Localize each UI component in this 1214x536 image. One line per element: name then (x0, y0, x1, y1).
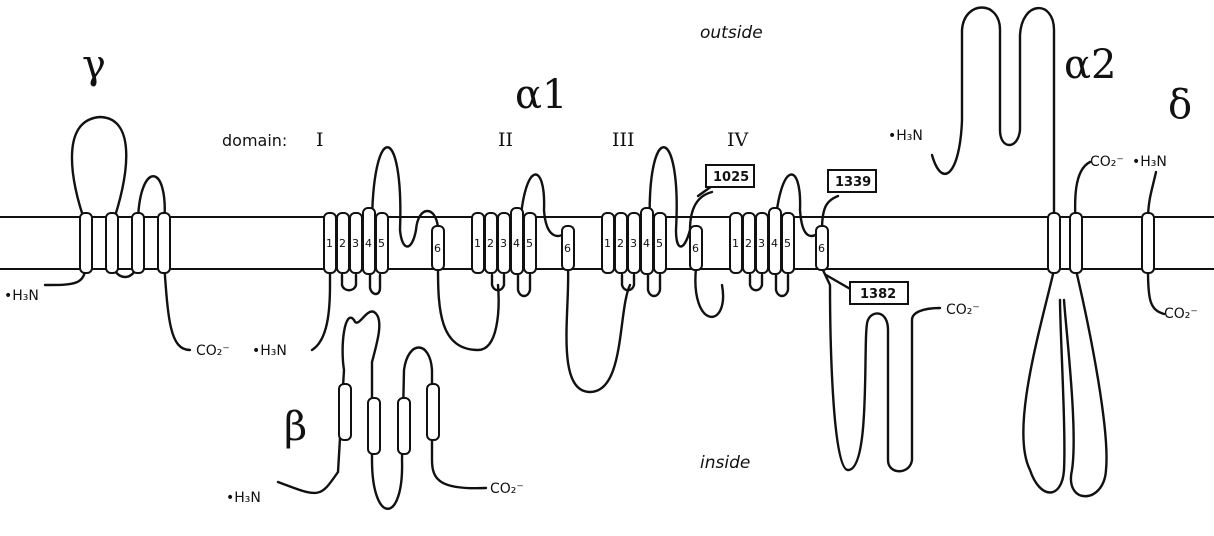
domain-IV-label-6: 6 (818, 242, 825, 255)
delta-helix (1142, 213, 1154, 273)
domain-I-helices: 1 2 3 4 5 6 (324, 208, 444, 294)
outside-label: outside (700, 23, 763, 43)
domain-II-label-3: 3 (500, 237, 507, 250)
alpha2-chain-lower (1064, 270, 1107, 496)
gamma-helix-2 (106, 213, 118, 273)
domain-IV-label-4: 4 (771, 237, 778, 250)
domain-IV-label-3: 3 (758, 237, 765, 250)
delta-c-terminus: CO₂⁻ (1164, 306, 1198, 322)
alpha2-chain (932, 8, 1064, 493)
delta-label: δ (1168, 82, 1192, 128)
domain-II-helices: 1 2 3 4 5 6 (472, 208, 574, 296)
inside-label: inside (700, 453, 750, 473)
alpha1-n-terminus: •H₃N (252, 343, 287, 359)
domain-II-label-4: 4 (513, 237, 520, 250)
gamma-helix-4 (158, 213, 170, 273)
beta-n-terminus: •H₃N (226, 490, 261, 506)
alpha2-n-terminus: •H₃N (888, 128, 923, 144)
beta-label: β (284, 404, 307, 450)
domain-II-label-5: 5 (526, 237, 533, 250)
domain-III-label-3: 3 (630, 237, 637, 250)
gamma-helix-3 (132, 213, 144, 273)
domain-IV-label-5: 5 (784, 237, 791, 250)
domain-III-label-4: 4 (643, 237, 650, 250)
domain-numeral-I: I (316, 129, 324, 151)
domain-IV-label-1: 1 (732, 237, 739, 250)
pos-1025-label: 1025 (713, 170, 749, 185)
alpha1-label: α1 (515, 72, 567, 118)
beta-helix-4 (427, 384, 439, 440)
domain-II-label-1: 1 (474, 237, 481, 250)
domain-I-label-6: 6 (434, 242, 441, 255)
domain-II-label-6: 6 (564, 242, 571, 255)
gamma-n-terminus: •H₃N (4, 288, 39, 304)
beta-subunit: β •H₃N CO₂⁻ (226, 312, 524, 509)
alpha1-c-terminus: CO₂⁻ (946, 302, 980, 318)
domain-IV-label-2: 2 (745, 237, 752, 250)
gamma-c-terminus: CO₂⁻ (196, 343, 230, 359)
beta-c-terminus: CO₂⁻ (490, 481, 524, 497)
gamma-subunit: γ •H₃N CO₂⁻ (4, 42, 230, 359)
beta-helix-2 (368, 398, 380, 454)
domain-I-label-2: 2 (339, 237, 346, 250)
domain-III-label-5: 5 (656, 237, 663, 250)
domain-I-label-3: 3 (352, 237, 359, 250)
domain-III-label-2: 2 (617, 237, 624, 250)
alpha2-c-terminus: CO₂⁻ (1090, 154, 1124, 170)
alpha2-helix-2 (1070, 213, 1082, 273)
domain-I-label-1: 1 (326, 237, 333, 250)
domain-numeral-II: II (498, 129, 513, 151)
gamma-helix-1 (80, 213, 92, 273)
domain-III-label-6: 6 (692, 242, 699, 255)
domain-numeral-IV: IV (727, 129, 749, 151)
domain-I-label-5: 5 (378, 237, 385, 250)
domain-numeral-III: III (612, 129, 635, 151)
pos-1339-label: 1339 (835, 175, 871, 190)
domain-IV-intracellular-loops (750, 275, 788, 296)
domain-I-intracellular-loops (342, 275, 380, 294)
domain-II-label-2: 2 (487, 237, 494, 250)
alpha2-subunit: α2 •H₃N CO₂⁻ (888, 8, 1124, 497)
beta-helix-3 (398, 398, 410, 454)
alpha2-label: α2 (1064, 42, 1116, 88)
domain-label: domain: (222, 131, 287, 150)
domain-III-label-1: 1 (604, 237, 611, 250)
delta-n-terminus: •H₃N (1132, 154, 1167, 170)
domain-I-label-4: 4 (365, 237, 372, 250)
alpha2-helix-1 (1048, 213, 1060, 273)
delta-subunit: δ •H₃N CO₂⁻ (1132, 82, 1198, 322)
domain-III-helices: 1 2 3 4 5 6 (602, 208, 702, 296)
pos-1382-label: 1382 (860, 287, 896, 302)
gamma-label: γ (82, 42, 106, 88)
alpha1-subunit: α1 domain: I II III IV •H₃N 1 2 3 4 5 6 (222, 72, 980, 471)
beta-helix-1 (339, 384, 351, 440)
domain-IV-helices: 1 2 3 4 5 6 (730, 208, 828, 296)
